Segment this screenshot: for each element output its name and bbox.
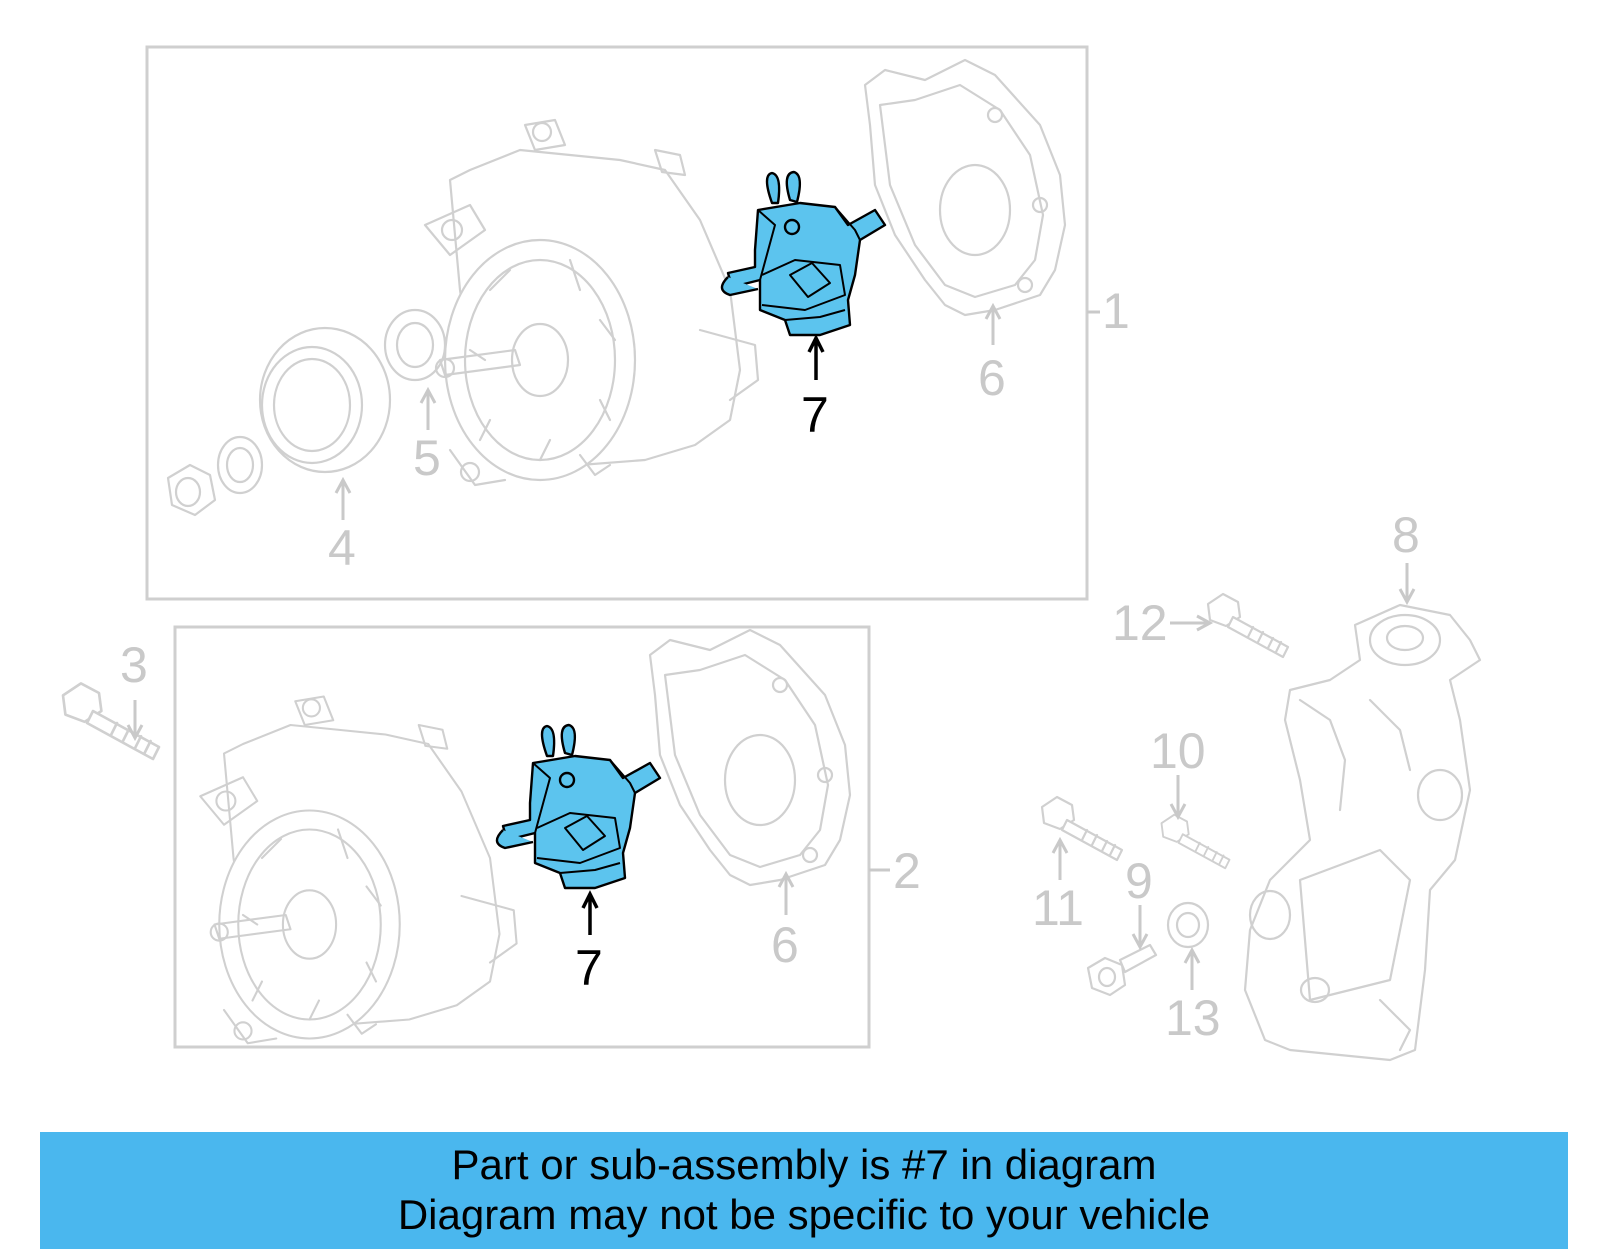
leader-line-9	[1131, 905, 1149, 951]
callout-9: 9	[1125, 853, 1153, 909]
assembly-2-frame	[173, 625, 871, 1049]
leader-line-7b	[581, 890, 599, 935]
callout-5: 5	[413, 430, 441, 486]
info-banner: Part or sub-assembly is #7 in diagram Di…	[40, 1132, 1568, 1249]
callout-1: 1	[1102, 283, 1130, 339]
callout-2: 2	[893, 843, 921, 899]
leader-line-11	[1051, 836, 1069, 880]
leader-line-7a	[807, 334, 825, 380]
leader-line-5	[419, 386, 437, 430]
mounting-bracket-icon	[1243, 603, 1482, 1062]
leader-line-6b	[777, 870, 795, 915]
voltage-regulator-icon	[720, 170, 887, 337]
leader-line-12	[1170, 614, 1214, 632]
bolt-icon	[61, 682, 161, 761]
end-cover-icon	[863, 58, 1067, 317]
callout-3: 3	[120, 637, 148, 693]
leader-line-10	[1169, 775, 1187, 821]
washer-icon	[216, 435, 264, 495]
leader-line-8	[1398, 563, 1416, 606]
callout-6b: 6	[771, 917, 799, 973]
callout-8: 8	[1392, 507, 1420, 563]
voltage-regulator-icon	[495, 723, 662, 890]
banner-line-1: Part or sub-assembly is #7 in diagram	[451, 1141, 1157, 1188]
leader-line-4	[334, 476, 352, 520]
alternator-icon	[423, 118, 760, 487]
leader-line-6a	[984, 302, 1002, 345]
callout-12: 12	[1112, 595, 1168, 651]
bushing-icon	[1166, 901, 1210, 949]
leader-line-13	[1183, 946, 1201, 990]
flange-bolt-icon	[1086, 943, 1158, 997]
banner-line-2: Diagram may not be specific to your vehi…	[397, 1191, 1211, 1238]
assembly-1-frame	[145, 45, 1089, 601]
callout-10: 10	[1150, 723, 1206, 779]
callout-7b: 7	[575, 940, 603, 996]
bolt-icon	[1206, 592, 1290, 659]
nut-icon	[166, 463, 217, 517]
leader-line-3	[126, 700, 144, 742]
end-cover-icon	[648, 628, 852, 887]
alternator-icon	[199, 695, 518, 1045]
callout-7a: 7	[801, 387, 829, 443]
callout-13: 13	[1165, 990, 1221, 1046]
bolt-icon	[1160, 813, 1231, 870]
callout-6a: 6	[978, 350, 1006, 406]
callout-4: 4	[328, 520, 356, 576]
pulley-icon	[258, 326, 392, 474]
callout-11: 11	[1032, 880, 1084, 936]
